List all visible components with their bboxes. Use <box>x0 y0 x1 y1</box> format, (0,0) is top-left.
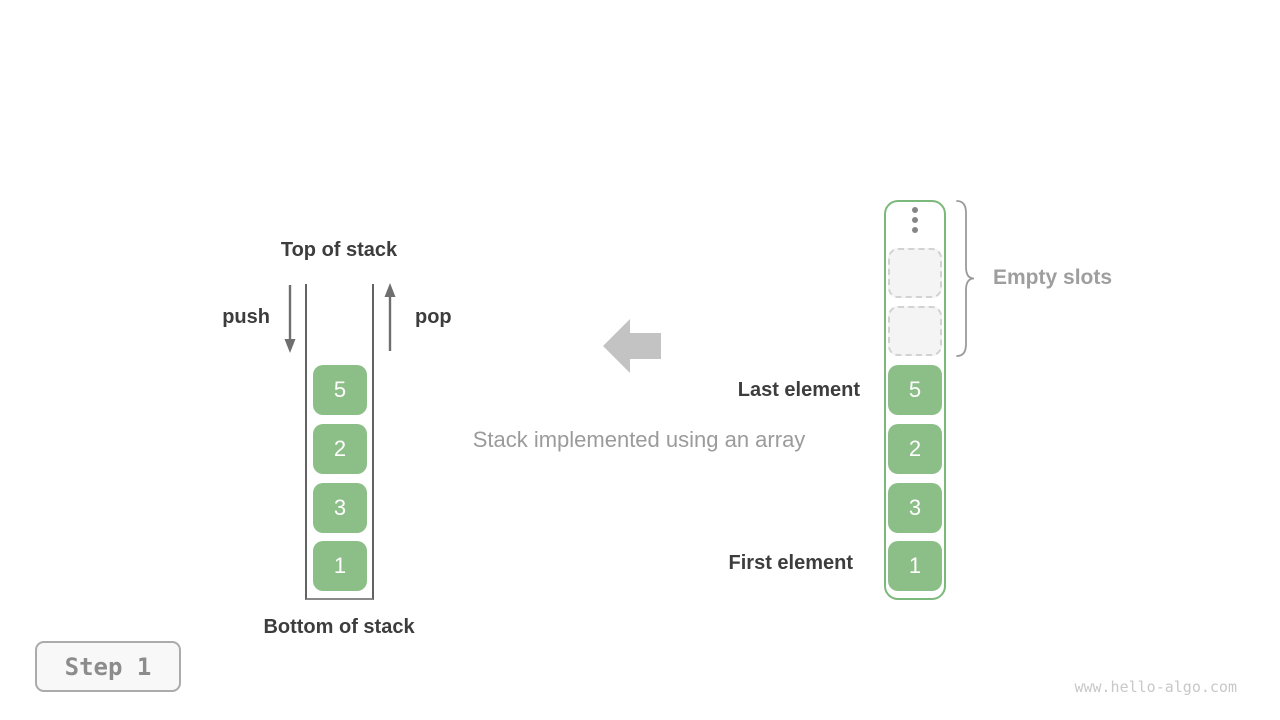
watermark-url: www.hello-algo.com <box>1074 678 1237 696</box>
diagram-caption: Stack implemented using an array <box>472 427 806 452</box>
push-label: push <box>222 306 270 328</box>
top-of-stack-label: Top of stack <box>280 239 398 261</box>
empty-slot <box>888 306 942 356</box>
vertical-ellipsis-icon <box>909 204 921 245</box>
left-block-arrow-icon <box>603 319 661 378</box>
curly-brace-icon <box>953 199 977 364</box>
step-badge: Step 1 <box>35 641 181 692</box>
bottom-of-stack-label: Bottom of stack <box>263 616 415 638</box>
first-element-label: First element <box>728 552 853 574</box>
array-cell: 2 <box>888 424 942 474</box>
stack-cell: 5 <box>313 365 367 415</box>
array-cell: 5 <box>888 365 942 415</box>
array-cell: 3 <box>888 483 942 533</box>
empty-slot <box>888 248 942 298</box>
pop-label: pop <box>415 306 452 328</box>
stack-cell: 3 <box>313 483 367 533</box>
array-cell: 1 <box>888 541 942 591</box>
last-element-label: Last element <box>737 379 860 401</box>
push-down-arrow-icon <box>283 283 297 360</box>
pop-up-arrow-icon <box>383 281 397 358</box>
stack-container <box>305 284 374 600</box>
empty-slots-label: Empty slots <box>993 266 1113 289</box>
stack-cell: 2 <box>313 424 367 474</box>
stack-cell: 1 <box>313 541 367 591</box>
